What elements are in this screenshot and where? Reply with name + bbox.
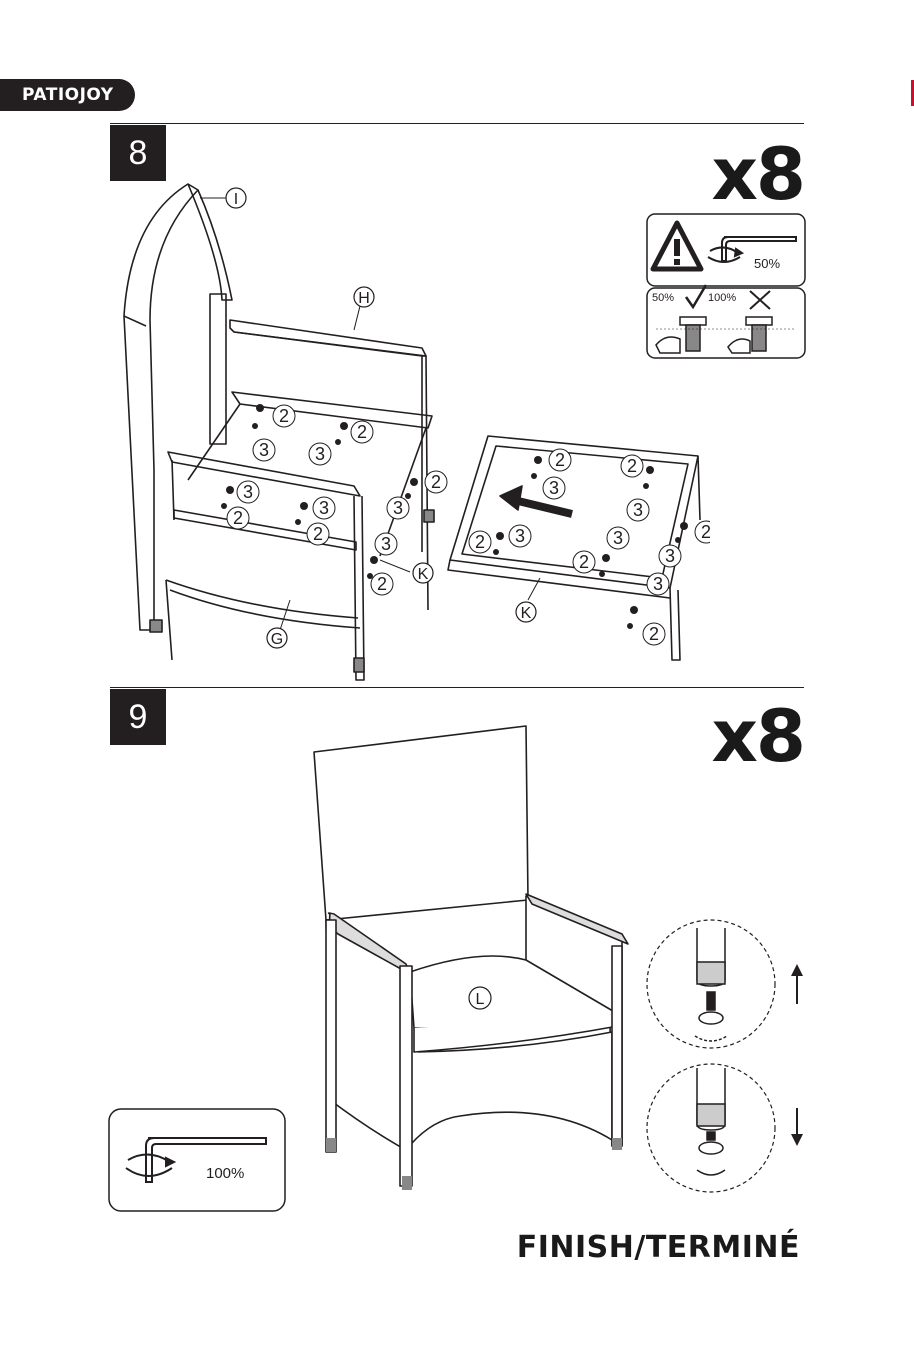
step8-quantity: x8 bbox=[711, 138, 804, 210]
backrest-frame bbox=[124, 184, 232, 630]
part-washer: 3 bbox=[665, 546, 675, 566]
part-screw: 2 bbox=[627, 456, 637, 476]
label-armrest: H bbox=[358, 290, 370, 307]
part-washer: 3 bbox=[315, 444, 325, 464]
part-screw: 2 bbox=[279, 406, 289, 426]
part-washer: 3 bbox=[393, 498, 403, 518]
seat-rails bbox=[166, 392, 432, 660]
chair-side-left bbox=[326, 920, 410, 1150]
tighten-panel: 100% bbox=[108, 1108, 286, 1212]
part-washer: 3 bbox=[319, 498, 329, 518]
label-seat-frame-2: K bbox=[521, 605, 532, 622]
part-screw: 2 bbox=[431, 472, 441, 492]
part-washer: 3 bbox=[633, 500, 643, 520]
part-washer: 3 bbox=[549, 478, 559, 498]
part-screw: 2 bbox=[555, 450, 565, 470]
part-washer: 3 bbox=[653, 574, 663, 594]
part-washer: 3 bbox=[515, 526, 525, 546]
label-cushion: L bbox=[476, 991, 485, 1008]
arrow-up-icon bbox=[791, 964, 803, 1004]
finished-chair-illustration: L bbox=[300, 720, 640, 1220]
label-front-frame: G bbox=[271, 631, 283, 648]
part-screw: 2 bbox=[701, 522, 710, 542]
part-screw: 2 bbox=[233, 508, 243, 528]
armrest bbox=[168, 320, 428, 680]
step8-divider bbox=[110, 123, 804, 124]
part-screw: 2 bbox=[357, 422, 367, 442]
label-backrest: I bbox=[234, 191, 238, 208]
part-screw: 2 bbox=[649, 624, 659, 644]
step9-quantity: x8 bbox=[711, 700, 804, 772]
part-screw: 2 bbox=[313, 524, 323, 544]
arrow-down-icon bbox=[791, 1108, 803, 1146]
tighten-percent-label: 100% bbox=[206, 1165, 244, 1182]
part-screw: 2 bbox=[475, 532, 485, 552]
part-washer: 3 bbox=[243, 482, 253, 502]
label-seat-frame: K bbox=[418, 566, 429, 583]
step9-number: 9 bbox=[110, 689, 166, 745]
brand-logo: PATIOJOY bbox=[0, 79, 135, 111]
part-washer: 3 bbox=[381, 534, 391, 554]
step9-divider bbox=[110, 687, 804, 688]
chair-backrest bbox=[314, 726, 528, 920]
part-washer: 3 bbox=[613, 528, 623, 548]
part-screw: 2 bbox=[579, 552, 589, 572]
step8-illustration: I H G K K 2 2 3 3 3 2 3 2 2 3 3 2 2 3 2 … bbox=[110, 180, 710, 690]
part-screw: 2 bbox=[377, 574, 387, 594]
leg-leveler-detail bbox=[645, 918, 815, 1194]
part-washer: 3 bbox=[259, 440, 269, 460]
step8-number: 8 bbox=[110, 125, 166, 181]
bad-percent-label: 100% bbox=[708, 292, 736, 304]
torque-50-label: 50% bbox=[754, 256, 780, 271]
finish-title: FINISH/TERMINÉ bbox=[517, 1230, 800, 1265]
